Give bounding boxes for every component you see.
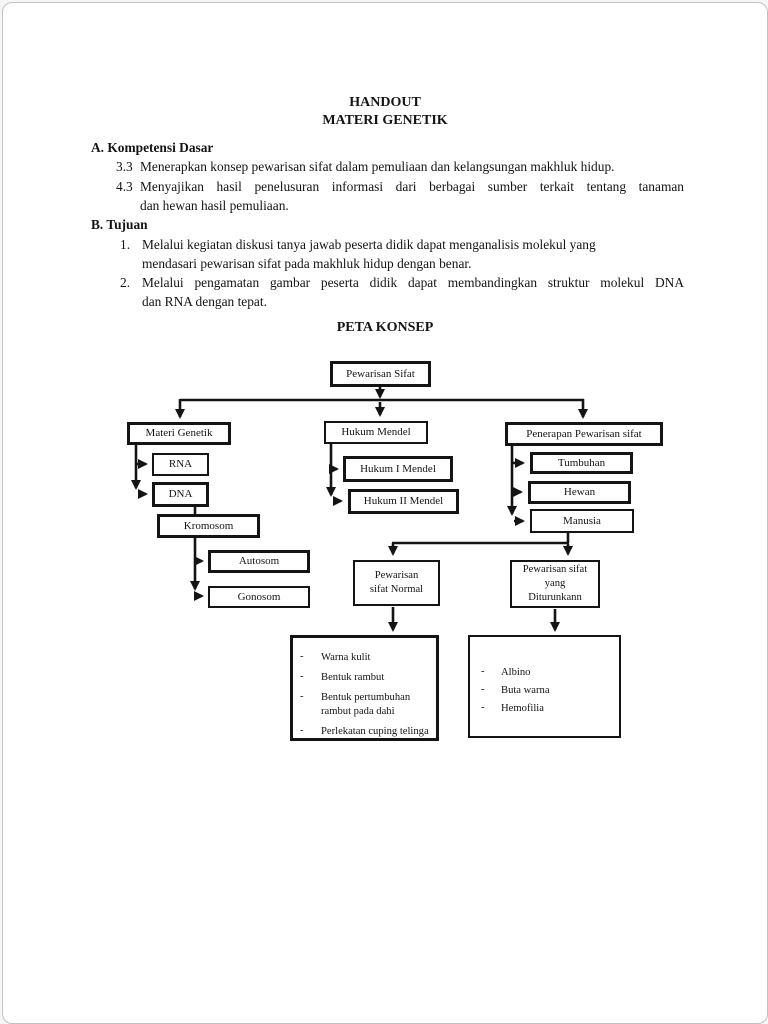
item-text: Menyajikan hasil penelusuran informasi d… bbox=[140, 179, 684, 194]
node-manusia: Manusia bbox=[530, 509, 634, 533]
node-hukum-mendel: Hukum Mendel bbox=[324, 421, 428, 444]
node-gonosom: Gonosom bbox=[208, 586, 310, 608]
section-a-item: 3.3 Menerapkan konsep pewarisan sifat da… bbox=[116, 158, 684, 175]
list-item: - Bentuk rambut bbox=[300, 671, 436, 685]
list-item-text: rambut pada dahi bbox=[321, 706, 395, 717]
node-autosom: Autosom bbox=[208, 550, 310, 573]
node-label-line: sifat Normal bbox=[369, 584, 424, 595]
node-kromosom: Kromosom bbox=[157, 514, 260, 538]
node-hukum-i-mendel: Hukum I Mendel bbox=[343, 456, 453, 482]
section-a-heading: A. Kompetensi Dasar bbox=[91, 140, 214, 155]
node-pewarisan-sifat-diturunkan: Pewarisan sifat yang Diturunkann bbox=[510, 560, 600, 608]
node-label-line: yang bbox=[544, 578, 566, 589]
node-hukum-ii-mendel: Hukum II Mendel bbox=[348, 489, 459, 514]
node-materi-genetik: Materi Genetik bbox=[127, 422, 231, 445]
doc-title-line1: HANDOUT bbox=[349, 95, 421, 110]
dash-bullet: - bbox=[481, 702, 485, 713]
list-item: - Perlekatan cuping telinga bbox=[300, 725, 436, 739]
item-text: Menerapkan konsep pewarisan sifat dalam … bbox=[140, 159, 615, 174]
list-item-text: Bentuk rambut bbox=[321, 672, 385, 683]
node-tumbuhan: Tumbuhan bbox=[530, 452, 633, 474]
node-label-line: Pewarisan bbox=[374, 570, 419, 581]
list-item-text: Hemofilia bbox=[501, 703, 544, 714]
item-number: 3.3 bbox=[116, 159, 133, 174]
normal-traits-box: - Warna kulit - Bentuk rambut - Bentuk p… bbox=[290, 635, 439, 741]
list-item: - Bentuk pertumbuhan rambut pada dahi bbox=[300, 691, 436, 719]
item-text-continued: dan hewan hasil pemuliaan. bbox=[140, 198, 289, 213]
node-dna: DNA bbox=[152, 482, 209, 507]
section-b-item: 1. Melalui kegiatan diskusi tanya jawab … bbox=[120, 236, 684, 253]
list-item: - Hemofilia bbox=[481, 702, 619, 716]
node-label-line: Pewarisan sifat bbox=[522, 564, 588, 575]
doc-title-line2: MATERI GENETIK bbox=[322, 113, 448, 128]
item-number: 2. bbox=[120, 275, 131, 290]
item-number: 4.3 bbox=[116, 179, 133, 194]
dash-bullet: - bbox=[481, 666, 485, 677]
list-item-text: Buta warna bbox=[501, 685, 550, 696]
item-text: Melalui kegiatan diskusi tanya jawab pes… bbox=[142, 237, 596, 252]
section-a-item: 4.3 Menyajikan hasil penelusuran informa… bbox=[116, 178, 684, 195]
list-item-text: Warna kulit bbox=[321, 652, 371, 663]
dash-bullet: - bbox=[300, 691, 304, 702]
dash-bullet: - bbox=[300, 725, 304, 736]
item-number: 1. bbox=[120, 237, 131, 252]
item-text-continued: dan RNA dengan tepat. bbox=[142, 294, 267, 309]
list-item-text: Bentuk pertumbuhan bbox=[321, 692, 411, 703]
node-pewarisan-sifat-normal: Pewarisan sifat Normal bbox=[353, 560, 440, 606]
section-b-heading: B. Tujuan bbox=[91, 217, 148, 232]
node-pewarisan-sifat: Pewarisan Sifat bbox=[330, 361, 431, 387]
concept-map-title: PETA KONSEP bbox=[336, 320, 434, 335]
list-item: - Albino bbox=[481, 666, 619, 680]
item-text-continued: mendasari pewarisan sifat pada makhluk h… bbox=[142, 256, 472, 271]
dash-bullet: - bbox=[300, 671, 304, 682]
dash-bullet: - bbox=[481, 684, 485, 695]
list-item: - Buta warna bbox=[481, 684, 619, 698]
list-item: - Warna kulit bbox=[300, 651, 436, 665]
list-item-text: Albino bbox=[501, 667, 531, 678]
list-item-text: Perlekatan cuping telinga bbox=[321, 726, 429, 737]
node-label-line: Diturunkann bbox=[528, 592, 582, 603]
section-b-item: 2. Melalui pengamatan gambar peserta did… bbox=[120, 274, 684, 291]
node-penerapan-pewarisan-sifat: Penerapan Pewarisan sifat bbox=[505, 422, 663, 446]
dash-bullet: - bbox=[300, 651, 304, 662]
inherited-traits-box: - Albino - Buta warna - Hemofilia bbox=[468, 635, 621, 738]
node-hewan: Hewan bbox=[528, 481, 631, 504]
item-text: Melalui pengamatan gambar peserta didik … bbox=[142, 275, 684, 290]
node-rna: RNA bbox=[152, 453, 209, 476]
